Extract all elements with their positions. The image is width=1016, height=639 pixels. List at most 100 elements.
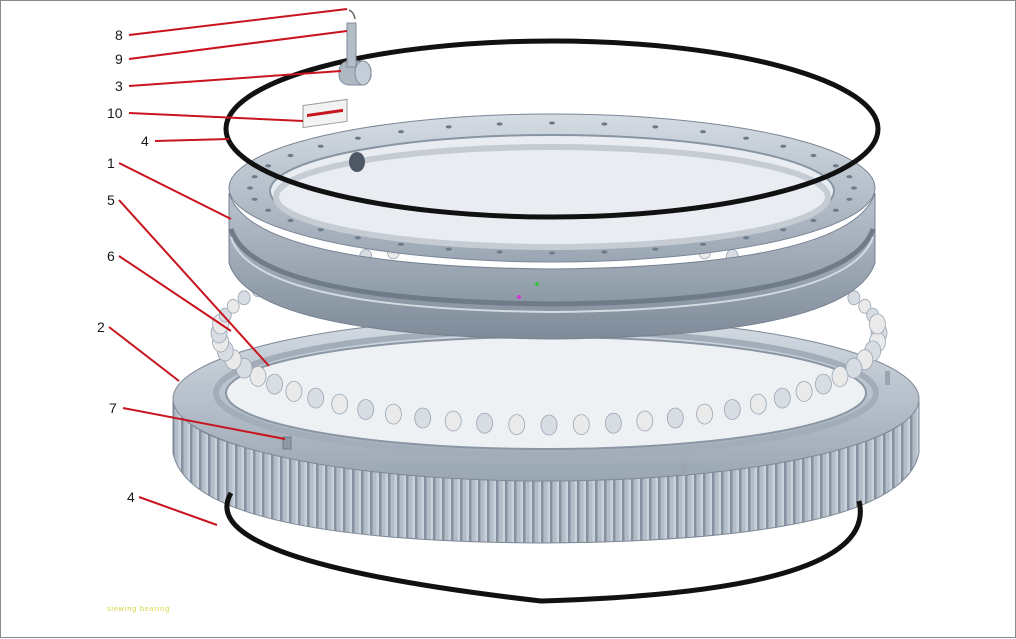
inner-ring-groove — [228, 228, 876, 307]
bolt-hole — [601, 122, 608, 126]
leader-7 — [122, 407, 286, 440]
spacer — [226, 298, 240, 314]
bolt-hole — [832, 164, 839, 168]
bolt-hole — [287, 218, 294, 223]
callout-4a: 4 — [141, 133, 149, 149]
spacer — [795, 380, 813, 402]
callout-2: 2 — [97, 319, 105, 335]
bolt-hole — [354, 236, 361, 240]
ball — [266, 373, 284, 395]
bolt-hole — [652, 247, 659, 251]
part-8 — [348, 9, 356, 20]
leader-1 — [118, 162, 232, 220]
marker-magenta — [517, 295, 521, 299]
spacer — [572, 414, 590, 436]
nameplate — [302, 98, 348, 129]
spacer — [285, 380, 303, 402]
ball — [723, 399, 741, 420]
plug — [282, 436, 292, 450]
spacer — [869, 313, 886, 335]
bolt-hole — [700, 130, 706, 134]
callout-labels: 8 9 3 10 4 1 5 6 2 7 4 — [97, 27, 149, 505]
callout-6: 6 — [107, 248, 115, 264]
callout-9: 9 — [115, 51, 123, 67]
bolt-hole — [743, 236, 750, 240]
leader-10 — [128, 112, 304, 122]
bolt-hole — [398, 242, 404, 246]
leader-8 — [128, 8, 348, 36]
callout-10: 10 — [107, 105, 123, 121]
ball — [605, 412, 622, 434]
ball — [847, 290, 861, 306]
callout-7: 7 — [109, 400, 117, 416]
bolt-hole — [496, 250, 503, 254]
leader-2 — [108, 326, 180, 382]
bolt-hole — [743, 136, 750, 140]
inner-ring-groove-light — [230, 236, 874, 314]
leader-9 — [128, 30, 348, 60]
bolt-hole — [317, 228, 324, 232]
lower-seal-front — [224, 491, 863, 604]
spacer — [636, 410, 654, 432]
outer-ring-bolt — [885, 371, 890, 385]
bolt-hole — [846, 175, 853, 179]
leader-4a — [154, 138, 230, 142]
plug-pin-stub-2 — [681, 463, 687, 475]
callout-5: 5 — [107, 192, 115, 208]
bolt-hole — [846, 197, 853, 201]
marker-green — [535, 282, 539, 286]
ball — [773, 387, 791, 409]
bolt-hole — [287, 153, 294, 158]
ball — [845, 357, 863, 379]
bolt-hole — [445, 247, 452, 251]
bolt-hole — [354, 136, 361, 140]
spacer — [384, 403, 402, 425]
bolt-hole — [549, 251, 555, 255]
bolt-hole — [398, 130, 404, 134]
bolt-hole — [247, 186, 253, 190]
spacer — [831, 365, 849, 387]
ball — [815, 373, 832, 395]
bolt-hole — [810, 153, 817, 158]
spacer — [696, 403, 713, 425]
leader-6 — [118, 255, 232, 332]
bolt-hole — [700, 242, 706, 246]
ball — [307, 387, 325, 409]
callout-3: 3 — [115, 78, 123, 94]
ball — [414, 407, 432, 429]
bolt-hole — [601, 250, 608, 254]
leader-5 — [118, 199, 270, 367]
upper-seal — [223, 38, 881, 220]
bolt-hole — [652, 125, 659, 129]
bolt-hole — [832, 208, 839, 212]
bolt-hole — [317, 144, 324, 148]
callout-8: 8 — [115, 27, 123, 43]
grease-nipple — [346, 22, 357, 68]
bolt-hole — [780, 228, 787, 232]
callout-1: 1 — [107, 155, 115, 171]
spacer — [858, 298, 872, 314]
bolt-hole — [549, 121, 555, 125]
spacer — [444, 410, 462, 432]
bolt-hole — [251, 197, 258, 201]
inner-ring-bolt-holes — [247, 121, 857, 255]
watermark-text: slewing bearing — [107, 605, 170, 613]
spacer — [749, 393, 767, 415]
bolt-hole — [251, 175, 258, 179]
bolt-hole — [265, 164, 272, 168]
ball — [237, 290, 251, 306]
leader-3 — [128, 70, 342, 87]
bolt-hole — [445, 125, 452, 129]
leader-lines — [108, 8, 348, 526]
spacer — [249, 365, 267, 387]
ball — [357, 399, 375, 420]
inner-ring-hole — [349, 152, 365, 172]
leader-4b — [138, 496, 218, 526]
bolt-hole — [496, 122, 503, 126]
spacer — [508, 414, 526, 436]
ball — [476, 412, 494, 434]
inner-ring-bore-shadow — [273, 144, 831, 250]
bolt-hole — [851, 186, 857, 190]
